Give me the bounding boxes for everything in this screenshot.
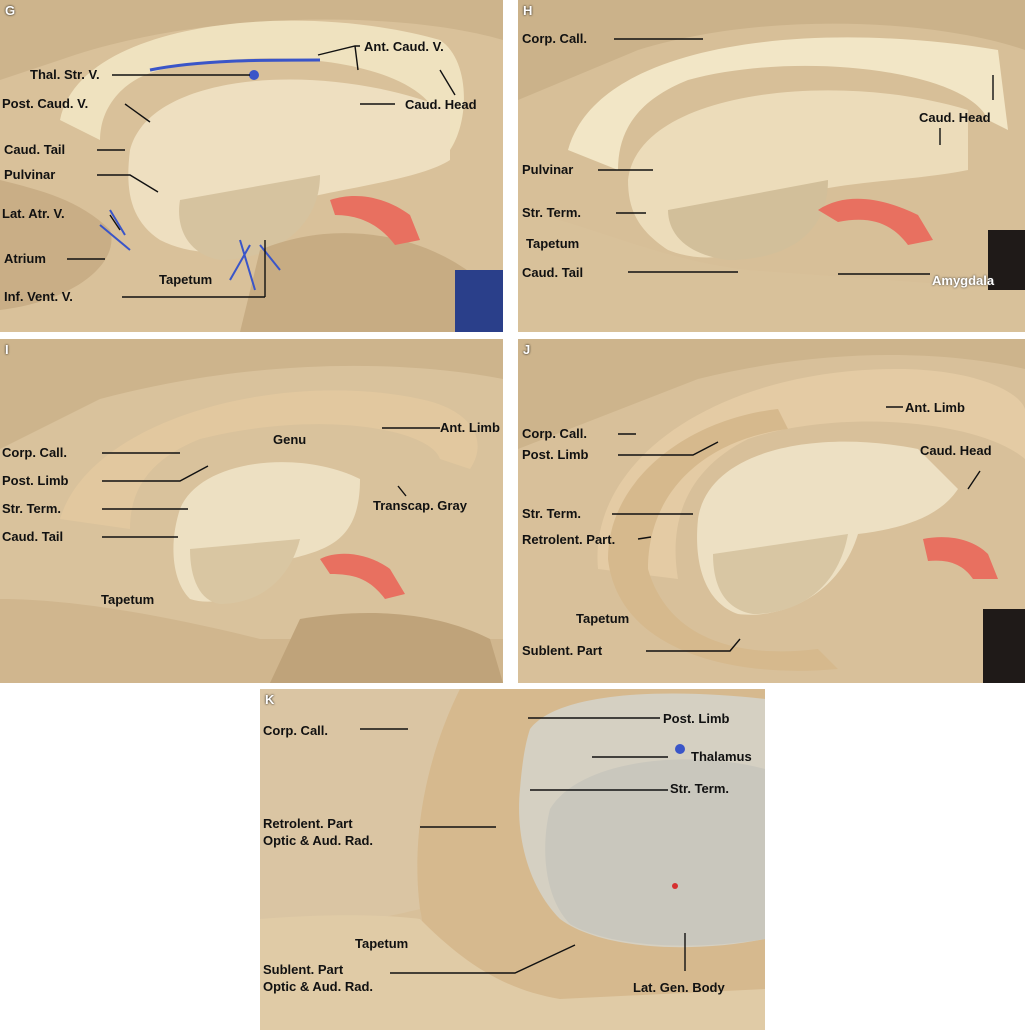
label-retrolent-part: Retrolent. Part xyxy=(263,816,353,831)
label-optic-aud-rad: Optic & Aud. Rad. xyxy=(263,833,374,848)
label-tapetum: Tapetum xyxy=(355,936,409,951)
label-corp-call: Corp. Call. xyxy=(2,445,68,460)
panel-letter: H xyxy=(523,3,533,18)
label-post-limb: Post. Limb xyxy=(663,711,730,726)
panel-letter: J xyxy=(523,342,531,357)
panel-j: J Ant. Limb Corp. Call. Post. Limb Caud.… xyxy=(518,339,1025,683)
label-transcap-gray: Transcap. Gray xyxy=(373,498,467,513)
dissection-photo-i xyxy=(0,339,503,683)
label-str-term: Str. Term. xyxy=(2,501,62,516)
label-str-term: Str. Term. xyxy=(522,205,582,220)
label-str-term: Str. Term. xyxy=(670,781,730,796)
panel-k: K Corp. Call. Post. Limb Thalamus Str. T… xyxy=(260,689,765,1030)
panel-letter: K xyxy=(265,692,275,707)
label-pulvinar: Pulvinar xyxy=(522,162,574,177)
label-retrolent-part: Retrolent. Part. xyxy=(522,532,616,547)
dissection-photo-j xyxy=(518,339,1025,683)
label-post-limb: Post. Limb xyxy=(522,447,589,462)
label-caud-head: Caud. Head xyxy=(919,110,991,125)
label-amygdala: Amygdala xyxy=(932,273,995,288)
label-inf-vent-v: Inf. Vent. V. xyxy=(4,289,73,304)
label-str-term: Str. Term. xyxy=(522,506,582,521)
label-sublent-part: Sublent. Part xyxy=(263,962,344,977)
label-tapetum: Tapetum xyxy=(576,611,630,626)
label-ant-limb: Ant. Limb xyxy=(905,400,965,415)
label-caud-tail: Caud. Tail xyxy=(522,265,584,280)
label-atrium: Atrium xyxy=(4,251,46,266)
label-caud-tail: Caud. Tail xyxy=(2,529,64,544)
label-caud-tail: Caud. Tail xyxy=(4,142,66,157)
label-pulvinar: Pulvinar xyxy=(4,167,56,182)
label-ant-caud-v: Ant. Caud. V. xyxy=(364,39,444,54)
label-lat-atr-v: Lat. Atr. V. xyxy=(2,206,65,221)
label-genu: Genu xyxy=(273,432,307,447)
dissection-photo-h xyxy=(518,0,1025,332)
label-tapetum: Tapetum xyxy=(101,592,155,607)
label-sublent-part: Sublent. Part xyxy=(522,643,603,658)
label-caud-head: Caud. Head xyxy=(920,443,992,458)
label-corp-call: Corp. Call. xyxy=(522,31,588,46)
panel-letter: G xyxy=(5,3,16,18)
label-thalamus: Thalamus xyxy=(691,749,752,764)
panel-i: I Genu Ant. Limb Corp. Call. Post. Limb … xyxy=(0,339,503,683)
label-tapetum: Tapetum xyxy=(159,272,213,287)
dissection-photo-g xyxy=(0,0,503,332)
label-post-caud-v: Post. Caud. V. xyxy=(2,96,89,111)
dissection-photo-k xyxy=(260,689,765,1030)
label-corp-call: Corp. Call. xyxy=(522,426,588,441)
label-lat-gen-body: Lat. Gen. Body xyxy=(633,980,725,995)
label-post-limb: Post. Limb xyxy=(2,473,69,488)
label-optic-aud-rad: Optic & Aud. Rad. xyxy=(263,979,374,994)
label-caud-head: Caud. Head xyxy=(405,97,477,112)
label-corp-call: Corp. Call. xyxy=(263,723,329,738)
panel-h: H Corp. Call. Caud. Head Pulvinar Str. T… xyxy=(518,0,1025,332)
label-ant-limb: Ant. Limb xyxy=(440,420,500,435)
panel-letter: I xyxy=(5,342,9,357)
label-thal-str-v: Thal. Str. V. xyxy=(30,67,100,82)
panel-g: G Thal. Str. V. Ant. Caud. V. Post. Caud… xyxy=(0,0,503,332)
label-tapetum: Tapetum xyxy=(526,236,580,251)
